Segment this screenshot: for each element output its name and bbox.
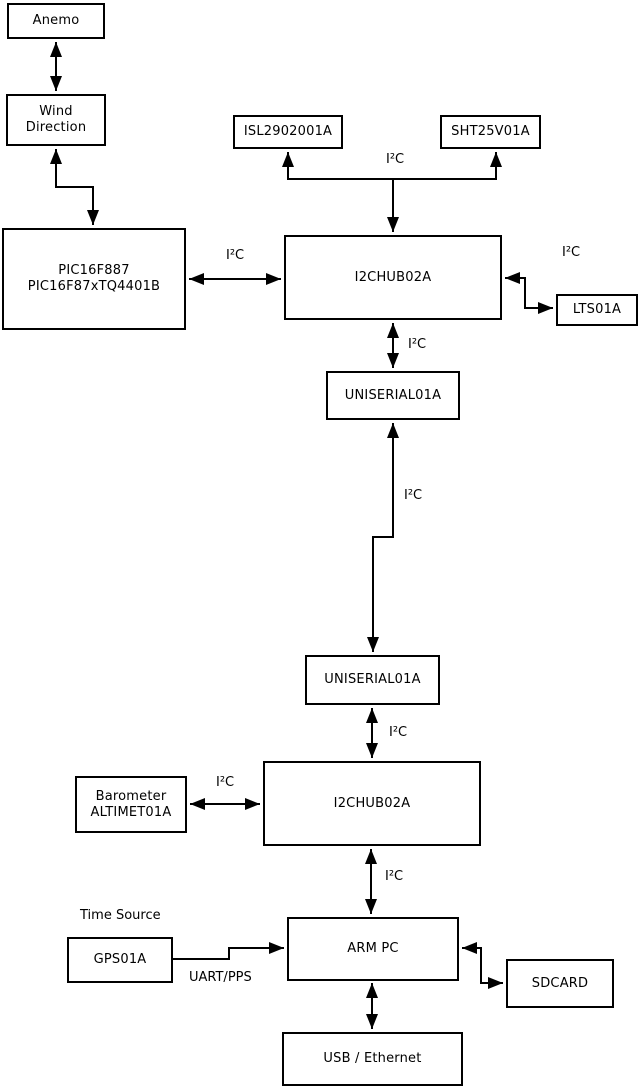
edge-label-i2c-hub-armpc: I²C xyxy=(385,869,404,884)
node-pic16f887-line2: PIC16F87xTQ4401B xyxy=(27,279,161,294)
node-arm-pc-label: ARM PC xyxy=(347,941,399,956)
node-i2chub02a-top-label: I2CHUB02A xyxy=(354,269,432,285)
node-wind-direction: Wind Direction xyxy=(6,94,106,146)
node-arm-pc: ARM PC xyxy=(287,917,459,981)
node-anemo: Anemo xyxy=(7,3,105,39)
edge-label-i2c-barometer: I²C xyxy=(216,775,235,790)
edge-label-i2c-uniserial-hub-bottom: I²C xyxy=(389,725,408,740)
node-usb-ethernet: USB / Ethernet xyxy=(282,1032,463,1086)
node-uniserial01a-top-label: UNISERIAL01A xyxy=(344,387,442,403)
node-uniserial01a-top: UNISERIAL01A xyxy=(326,371,460,420)
node-gps01a: GPS01A xyxy=(67,937,173,983)
node-sdcard-label: SDCARD xyxy=(531,975,589,991)
node-barometer-line2: ALTIMET01A xyxy=(90,804,172,820)
node-pic16f887: PIC16F887 PIC16F87xTQ4401B xyxy=(2,228,186,330)
edge-winddirection-pic xyxy=(50,149,99,225)
node-sht25v01a: SHT25V01A xyxy=(440,115,541,149)
node-usb-ethernet-label: USB / Ethernet xyxy=(323,1051,422,1066)
edge-label-i2c-hub-lts: I²C xyxy=(562,245,581,260)
node-uniserial01a-bottom-label: UNISERIAL01A xyxy=(324,672,421,687)
node-i2chub02a-bottom-label: I2CHUB02A xyxy=(333,795,411,811)
node-wind-direction-line1: Wind xyxy=(39,104,73,119)
node-sht25v01a-label: SHT25V01A xyxy=(451,124,530,139)
node-gps01a-label: GPS01A xyxy=(93,952,147,967)
node-wind-direction-line2: Direction xyxy=(25,120,87,135)
node-anemo-label: Anemo xyxy=(32,13,80,28)
edge-armpc-sdcard xyxy=(462,942,503,989)
node-barometer-altimet01a: Barometer ALTIMET01A xyxy=(75,776,187,833)
edge-gps-armpc xyxy=(173,942,284,960)
node-isl2902001a-label: ISL2902001A xyxy=(243,124,333,139)
edge-uniserial-top-uniserial-bottom xyxy=(367,423,399,652)
edge-i2chub-top-lts xyxy=(505,272,553,314)
node-i2chub02a-bottom: I2CHUB02A xyxy=(263,761,481,846)
edge-label-i2c-pic-hub: I²C xyxy=(226,248,245,263)
edge-label-i2c-uniserial-link: I²C xyxy=(404,488,423,503)
edge-label-i2c-top-branch: I²C xyxy=(386,152,405,167)
edge-label-uart-pps: UART/PPS xyxy=(189,970,252,985)
edge-label-time-source: Time Source xyxy=(80,908,161,923)
node-lts01a-label: LTS01A xyxy=(572,302,622,317)
node-barometer-line1: Barometer xyxy=(95,788,167,804)
edge-label-i2c-hub-uniserial-top: I²C xyxy=(408,337,427,352)
node-i2chub02a-top: I2CHUB02A xyxy=(284,235,502,320)
node-uniserial01a-bottom: UNISERIAL01A xyxy=(305,655,440,705)
node-sdcard: SDCARD xyxy=(506,959,614,1008)
node-pic16f887-line1: PIC16F887 xyxy=(58,263,130,278)
edge-i2chub-top-isl-sht-branch xyxy=(282,152,502,232)
node-isl2902001a: ISL2902001A xyxy=(233,115,343,149)
node-lts01a: LTS01A xyxy=(556,294,638,326)
